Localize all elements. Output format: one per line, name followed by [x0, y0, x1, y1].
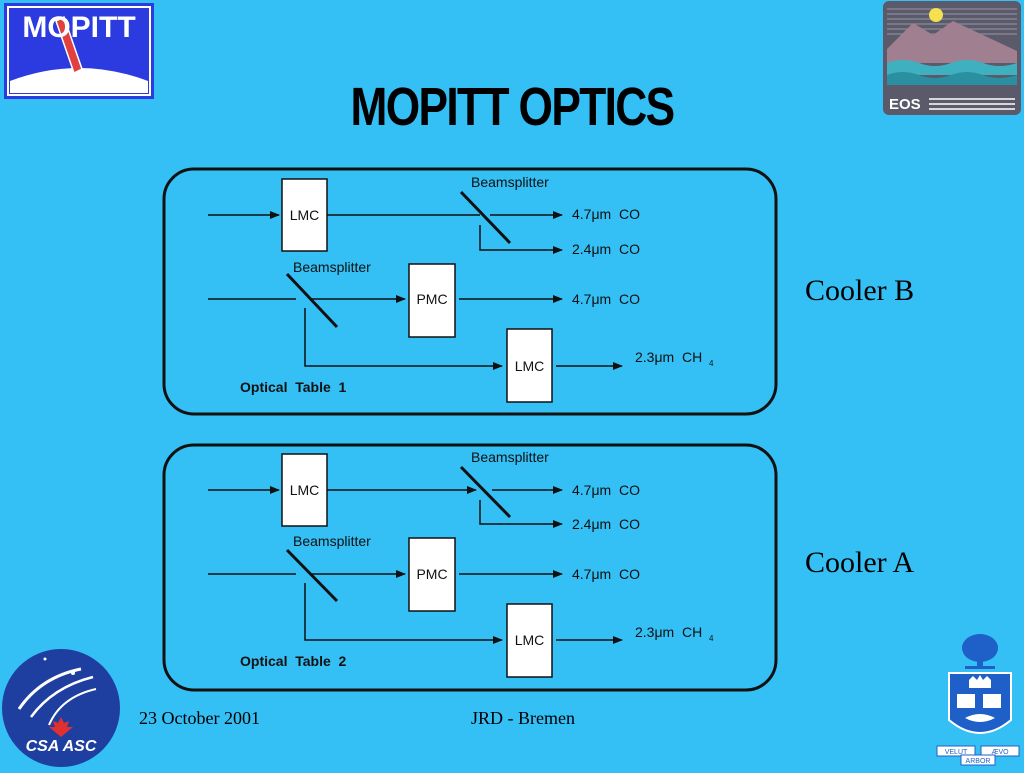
beamsplitter-label: Beamsplitter — [293, 533, 371, 549]
beamsplitter-mirror — [459, 190, 512, 245]
table-1-frame — [162, 167, 778, 416]
table-label: Optical Table 1 — [240, 379, 347, 395]
cooler-b-label: Cooler B — [805, 274, 915, 307]
lmc-label: LMC — [515, 358, 545, 374]
footer-event: JRD - Bremen — [471, 708, 575, 728]
pmc-box — [408, 263, 456, 338]
lmc-box — [506, 328, 553, 403]
beamsplitter-label: Beamsplitter — [293, 259, 371, 275]
csa-logo: CSA ASC — [1, 647, 121, 768]
subscript: 4 — [709, 359, 714, 368]
crest-motto-left: VELUT — [945, 749, 968, 756]
output-label: 4.7μm CO — [572, 482, 640, 498]
lmc-box — [506, 603, 553, 678]
beamsplitter-mirror — [285, 272, 339, 329]
beamsplitter-mirror — [285, 548, 339, 603]
lmc-label: LMC — [515, 632, 545, 648]
table-label: Optical Table 2 — [240, 653, 347, 669]
eos-logo-text: EOS — [889, 96, 921, 113]
subscript: 4 — [709, 634, 714, 643]
table-2-frame — [162, 443, 778, 692]
output-label: 2.4μm CO — [572, 516, 640, 532]
output-label: 2.3μm CH — [635, 624, 702, 640]
page-title: MOPITT OPTICS — [350, 77, 675, 137]
pmc-box — [408, 537, 456, 612]
university-crest: VELUT ÆVO ARBOR — [935, 628, 1021, 766]
optical-table-1: LMC PMC LMC Beamsplitter Beamsplitter 4.… — [162, 167, 778, 416]
mopitt-logo: MOPITT — [4, 3, 154, 99]
lmc-label: LMC — [290, 207, 320, 223]
pmc-label: PMC — [416, 291, 447, 307]
crest-motto-bottom: ARBOR — [966, 758, 991, 765]
footer-date: 23 October 2001 — [139, 708, 260, 728]
eos-logo: EOS — [883, 1, 1021, 115]
cooler-a-label: Cooler A — [805, 546, 915, 579]
csa-logo-text: CSA ASC — [26, 738, 97, 755]
beamsplitter-label: Beamsplitter — [471, 449, 549, 465]
output-label: 2.4μm CO — [572, 241, 640, 257]
mopitt-logo-text: MOPITT — [22, 11, 135, 44]
output-label: 4.7μm CO — [572, 206, 640, 222]
output-label: 4.7μm CO — [572, 291, 640, 307]
output-label: 4.7μm CO — [572, 566, 640, 582]
lmc-box — [281, 178, 328, 252]
crest-motto-right: ÆVO — [991, 749, 1009, 756]
beamsplitter-mirror — [459, 465, 512, 519]
output-label: 2.3μm CH — [635, 349, 702, 365]
lmc-box — [281, 453, 328, 527]
lmc-label: LMC — [290, 482, 320, 498]
optical-table-2: LMC PMC LMC Beamsplitter Beamsplitter 4.… — [162, 443, 778, 692]
beamsplitter-label: Beamsplitter — [471, 174, 549, 190]
pmc-label: PMC — [416, 566, 447, 582]
